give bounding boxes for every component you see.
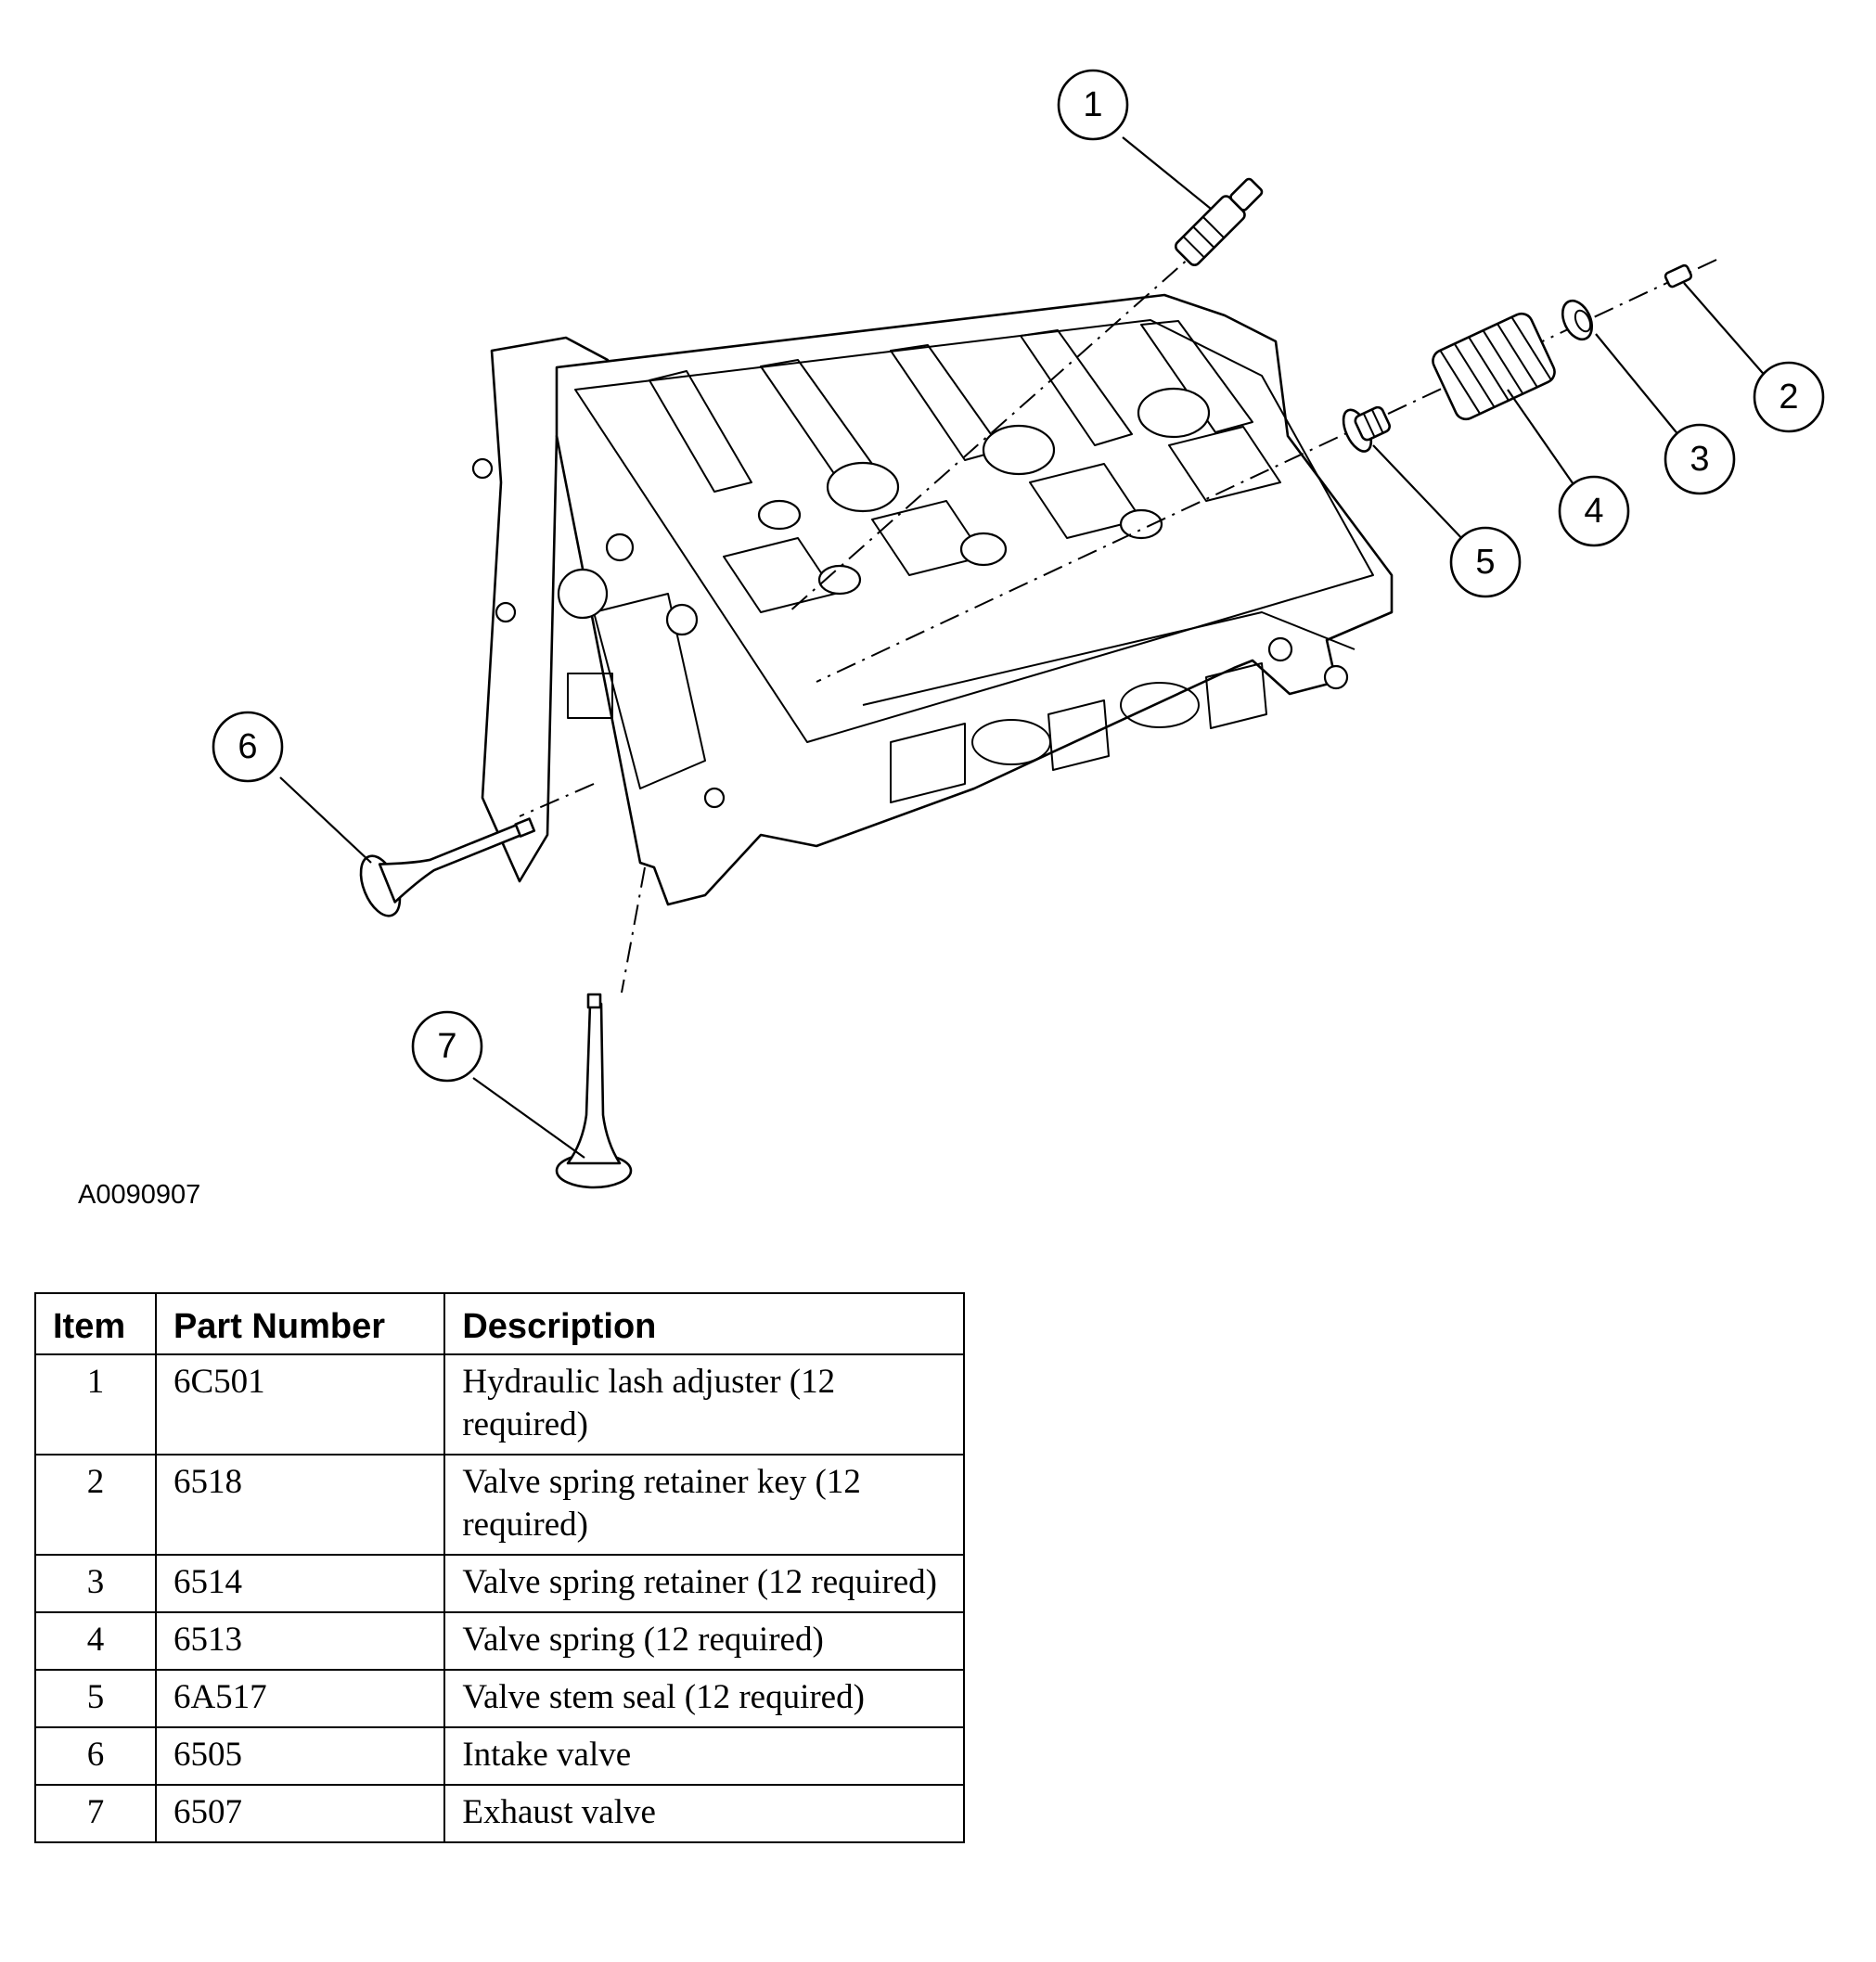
- callout-6: 6: [212, 711, 284, 783]
- header-part-number: Part Number: [154, 1292, 446, 1355]
- row-part-number: 6513: [154, 1611, 446, 1671]
- intake-valve-axis: [519, 783, 595, 817]
- row-part-number: 6514: [154, 1554, 446, 1613]
- row-description: Valve spring retainer (12 required): [443, 1554, 965, 1613]
- row-part-number: 6A517: [154, 1669, 446, 1728]
- row-description: Valve spring (12 required): [443, 1611, 965, 1671]
- row-item: 4: [34, 1611, 157, 1671]
- callout-6-label: 6: [238, 727, 257, 766]
- parts-table: Item Part Number Description 1 6C501 Hyd…: [34, 1292, 965, 1843]
- row-part-number: 6505: [154, 1726, 446, 1786]
- hydraulic-lash-adjuster: [1174, 177, 1264, 267]
- intake-valve: [359, 817, 536, 917]
- callout-4-label: 4: [1584, 492, 1603, 531]
- cylinder-head-exploded-diagram: 1 2 3 4 5 6 7: [212, 69, 1825, 1189]
- row-item: 3: [34, 1554, 157, 1613]
- callout-7-label: 7: [437, 1027, 456, 1066]
- table-header-row: Item Part Number Description: [34, 1292, 965, 1355]
- row-item: 2: [34, 1454, 157, 1556]
- figure-id: A0090907: [78, 1180, 201, 1210]
- row-description: Valve stem seal (12 required): [443, 1669, 965, 1728]
- table-row: 3 6514 Valve spring retainer (12 require…: [34, 1554, 965, 1613]
- table-row: 1 6C501 Hydraulic lash adjuster (12 requ…: [34, 1353, 965, 1455]
- row-part-number: 6507: [154, 1784, 446, 1843]
- valve-spring-retainer: [1561, 299, 1594, 341]
- callout-2-label: 2: [1779, 378, 1798, 417]
- valve-stem-seal: [1342, 405, 1391, 453]
- row-description: Valve spring retainer key (12 required): [443, 1454, 965, 1556]
- valve-spring-retainer-key: [1664, 263, 1693, 289]
- callout-1-label: 1: [1083, 85, 1102, 124]
- row-description: Exhaust valve: [443, 1784, 965, 1843]
- lash-adjuster-axis: [788, 242, 1207, 613]
- row-part-number: 6C501: [154, 1353, 446, 1455]
- row-item: 1: [34, 1353, 157, 1455]
- table-row: 4 6513 Valve spring (12 required): [34, 1611, 965, 1671]
- header-description: Description: [443, 1292, 965, 1355]
- table-row: 7 6507 Exhaust valve: [34, 1784, 965, 1843]
- cylinder-head: [471, 293, 1394, 906]
- row-item: 7: [34, 1784, 157, 1843]
- valve-spring: [1432, 312, 1556, 421]
- exhaust-valve: [555, 993, 633, 1189]
- callout-3-label: 3: [1690, 440, 1709, 479]
- valve-axis: [816, 259, 1717, 683]
- row-item: 6: [34, 1726, 157, 1786]
- header-item: Item: [34, 1292, 157, 1355]
- row-part-number: 6518: [154, 1454, 446, 1556]
- callout-7: 7: [411, 1010, 483, 1083]
- row-description: Hydraulic lash adjuster (12 required): [443, 1353, 965, 1455]
- row-description: Intake valve: [443, 1726, 965, 1786]
- callout-1: 1: [1057, 69, 1129, 141]
- callout-5-label: 5: [1475, 543, 1495, 582]
- callout-5: 5: [1449, 526, 1522, 598]
- callout-3: 3: [1664, 423, 1736, 495]
- table-row: 5 6A517 Valve stem seal (12 required): [34, 1669, 965, 1728]
- callout-4: 4: [1558, 475, 1630, 547]
- table-row: 6 6505 Intake valve: [34, 1726, 965, 1786]
- exhaust-valve-axis: [621, 866, 646, 994]
- table-row: 2 6518 Valve spring retainer key (12 req…: [34, 1454, 965, 1556]
- callout-2: 2: [1753, 361, 1825, 433]
- row-item: 5: [34, 1669, 157, 1728]
